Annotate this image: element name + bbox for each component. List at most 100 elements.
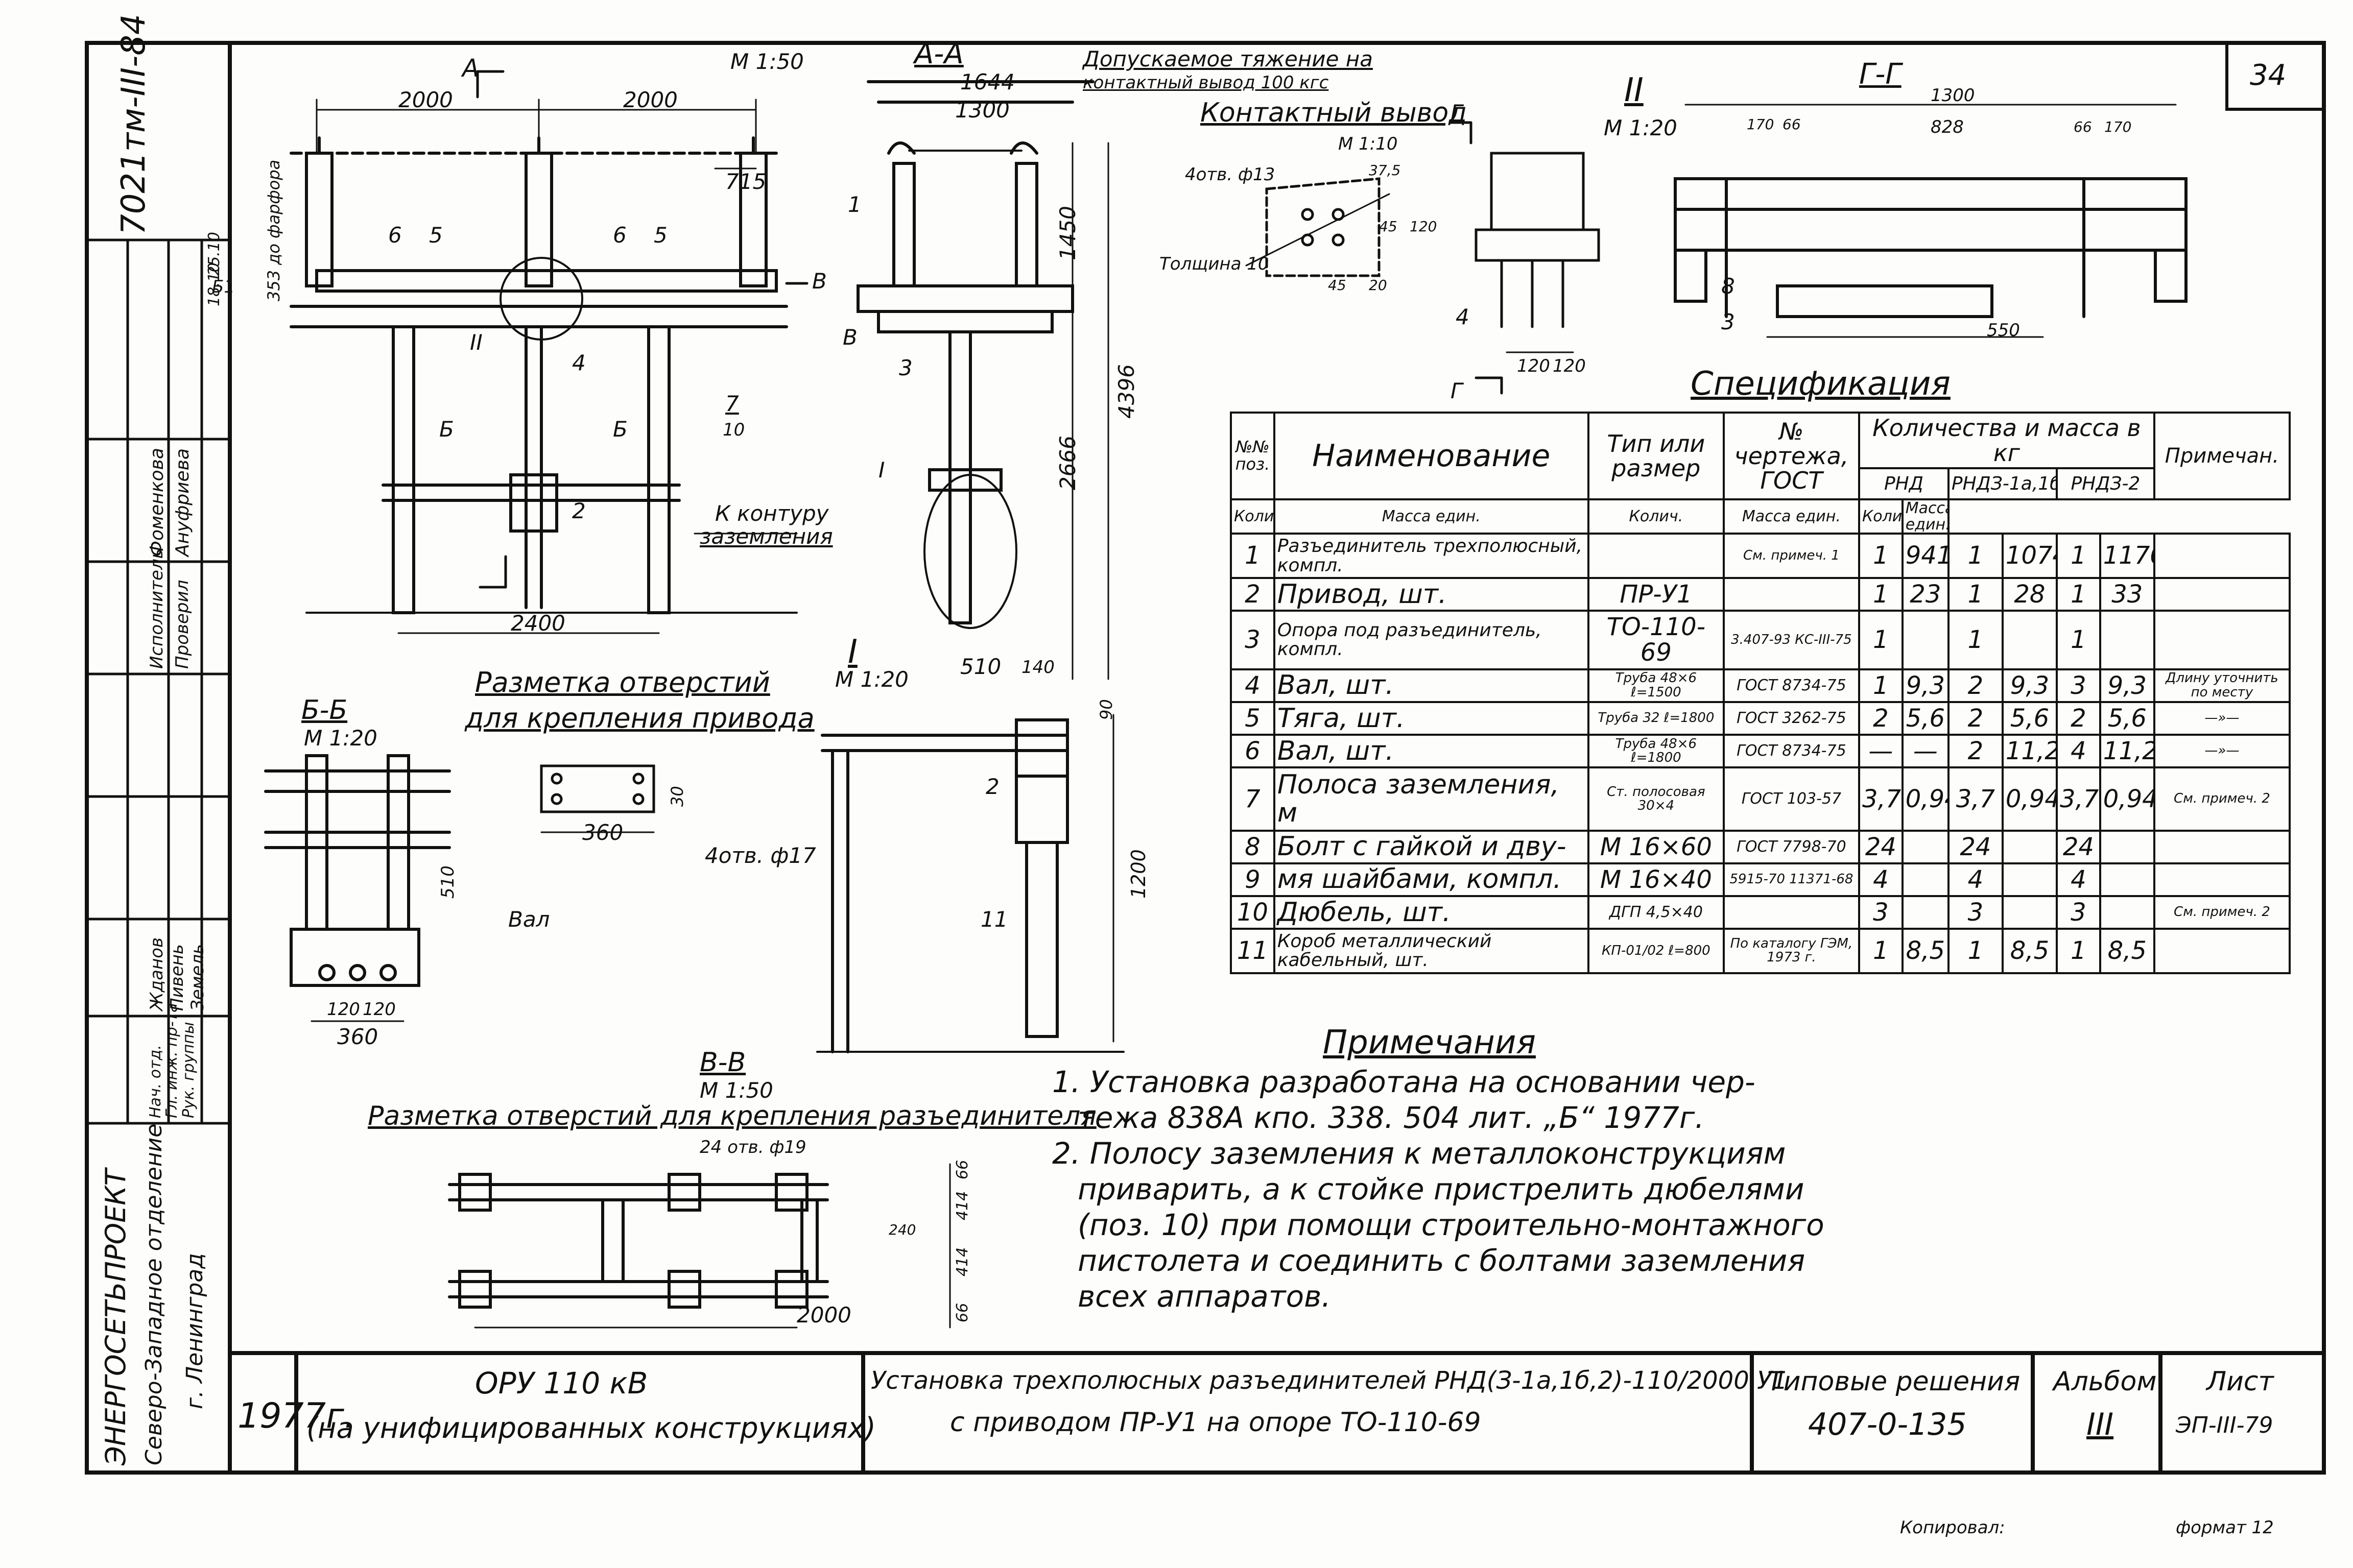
- vv-dim-2000: 2000: [797, 1302, 851, 1328]
- contact-output-scale: М 1:10: [1338, 134, 1398, 154]
- spec-cell-name: Привод, шт.: [1273, 577, 1589, 612]
- view-bb-scale: М 1:20: [304, 726, 377, 751]
- spec-cell-m2: 28: [2001, 577, 2058, 612]
- aa-pos-v: В: [843, 325, 858, 350]
- dim-1450: 1450: [1055, 206, 1080, 260]
- spec-cell-drawing: ГОСТ 7798-70: [1722, 829, 1860, 864]
- tb-album-value: III: [2086, 1407, 2114, 1442]
- contact-output-holes: 4отв. ф13: [1185, 164, 1275, 185]
- gg-dim-550: 550: [1987, 320, 2020, 341]
- spec-cell-name: Тяга, шт.: [1273, 701, 1589, 736]
- view-vv-scale: М 1:50: [700, 1078, 773, 1103]
- marking-drive-holes: 4отв. ф17: [705, 843, 816, 868]
- view-i-pos2: 2: [986, 774, 1000, 799]
- co-marker: Г: [1451, 100, 1463, 125]
- spec-cell-type: М 16×60: [1587, 829, 1725, 864]
- note-line-5: (поз. 10) при помощи строительно-монтажн…: [1078, 1208, 1824, 1242]
- contact-output-title: Контактный вывод: [1200, 98, 1467, 128]
- notes-title: Примечания: [1323, 1024, 1536, 1062]
- spec-cell-m2: 11,2: [2001, 733, 2058, 768]
- view-i-510: 510: [960, 654, 1002, 679]
- gg-dim-1300: 1300: [1931, 85, 1975, 106]
- org-line-3: г. Ленинград: [182, 1253, 208, 1409]
- spec-cell-type: ПР-У1: [1587, 577, 1725, 612]
- spec-cell-q2: 1: [1947, 610, 2004, 670]
- vertical-code: 7021тм-III-84: [115, 14, 153, 235]
- spec-cell-q2: 1: [1947, 577, 2004, 612]
- stamp-role-4: Исполнитель: [147, 548, 167, 669]
- spec-cell-pos: 5: [1230, 701, 1275, 736]
- spec-cell-note: —»—: [2153, 733, 2291, 768]
- tb-year: 1977г.: [237, 1396, 355, 1436]
- view-i-1200: 1200: [1127, 849, 1150, 899]
- view-i-pos11: 11: [981, 907, 1008, 932]
- co-dim-4: 45: [1328, 277, 1346, 294]
- org-line-2: Северо-Западное отделение: [141, 1123, 167, 1465]
- tb-album-label: Альбом: [2053, 1366, 2157, 1397]
- spec-cell-type: Труба 48×6 ℓ=1500: [1587, 668, 1725, 703]
- spec-cell-name: мя шайбами, компл.: [1273, 862, 1589, 897]
- gg-dim-5: 170: [2104, 118, 2132, 135]
- spec-cell-type: Труба 48×6 ℓ=1800: [1587, 733, 1725, 768]
- spec-cell-drawing: [1722, 895, 1860, 930]
- sheet-number: 34: [2250, 59, 2287, 92]
- vv-dim-1: 66: [954, 1160, 971, 1179]
- spec-cell-name: Короб металлический кабельный, шт.: [1273, 927, 1589, 975]
- co-dim-5: 20: [1369, 277, 1387, 294]
- spec-cell-q2: 3: [1947, 895, 2004, 930]
- pos-7-sub: 10: [723, 420, 745, 440]
- spec-cell-m1: —: [1901, 733, 1950, 768]
- marking-drive-360: 360: [582, 820, 624, 845]
- spec-cell-q2: 2: [1947, 668, 2004, 703]
- spec-cell-name: Опора под разъединитель, компл.: [1273, 610, 1589, 670]
- view-bb-title: Б-Б: [301, 695, 348, 726]
- spec-subheader: Масса един.: [1722, 498, 1860, 535]
- spec-cell-type: ТО-110-69: [1587, 610, 1725, 670]
- vv-dim-2: 414: [954, 1191, 971, 1220]
- spec-group-header: РНД: [1858, 467, 1950, 501]
- section-v: В: [812, 269, 827, 294]
- bb-dim-120b: 120: [363, 999, 396, 1020]
- stamp-role-2: Гл. инж. пр-та: [163, 1003, 181, 1118]
- spec-cell-name: Разъединитель трехполюсный, компл.: [1273, 533, 1589, 580]
- spec-cell-q3: 2: [2055, 701, 2101, 736]
- pos-4: 4: [572, 350, 586, 375]
- spec-h-type: Тип или размер: [1587, 411, 1725, 501]
- dim-1300-aa: 1300: [955, 98, 1010, 123]
- spec-cell-q3: 3: [2055, 668, 2101, 703]
- view-vv-holes: 24 отв. ф19: [700, 1137, 806, 1157]
- view-vv-title: В-В: [700, 1047, 746, 1078]
- spec-cell-pos: 10: [1230, 895, 1275, 930]
- ground-text-1: К контуру: [715, 501, 829, 526]
- dim-4396: 4396: [1114, 364, 1139, 419]
- spec-cell-note: [2153, 610, 2291, 670]
- spec-cell-m2: [2001, 610, 2058, 670]
- view-gg-title: Г-Г: [1859, 58, 1902, 91]
- vv-dim-5: 66: [954, 1302, 971, 1322]
- pos-6a: 6: [388, 223, 402, 248]
- spec-cell-q1: 1: [1858, 668, 1904, 703]
- spec-cell-name: Вал, шт.: [1273, 733, 1589, 768]
- spec-cell-type: Ст. полосовая 30×4: [1587, 766, 1725, 832]
- spec-cell-m1: 8,5: [1901, 927, 1950, 975]
- spec-h-note: Примечан.: [2153, 411, 2291, 501]
- spec-cell-q1: —: [1858, 733, 1904, 768]
- spec-cell-q3: 1: [2055, 577, 2101, 612]
- note-line-3: 2. Полосу заземления к металлоконструкци…: [1052, 1136, 1786, 1171]
- dim-715: 715: [725, 169, 767, 194]
- co-dim-3: 120: [1410, 218, 1437, 235]
- aa-pos-1: 1: [848, 192, 862, 217]
- spec-h-drawing: № чертежа, ГОСТ: [1722, 411, 1860, 501]
- spec-subheader: Масса един.: [1901, 498, 1950, 535]
- spec-cell-m2: 8,5: [2001, 927, 2058, 975]
- spec-subheader: Колич.: [1858, 498, 1904, 535]
- stamp-name-3: Земель: [187, 944, 208, 1011]
- view-i-90: 90: [1097, 699, 1116, 720]
- spec-cell-m3: 5,6: [2099, 701, 2155, 736]
